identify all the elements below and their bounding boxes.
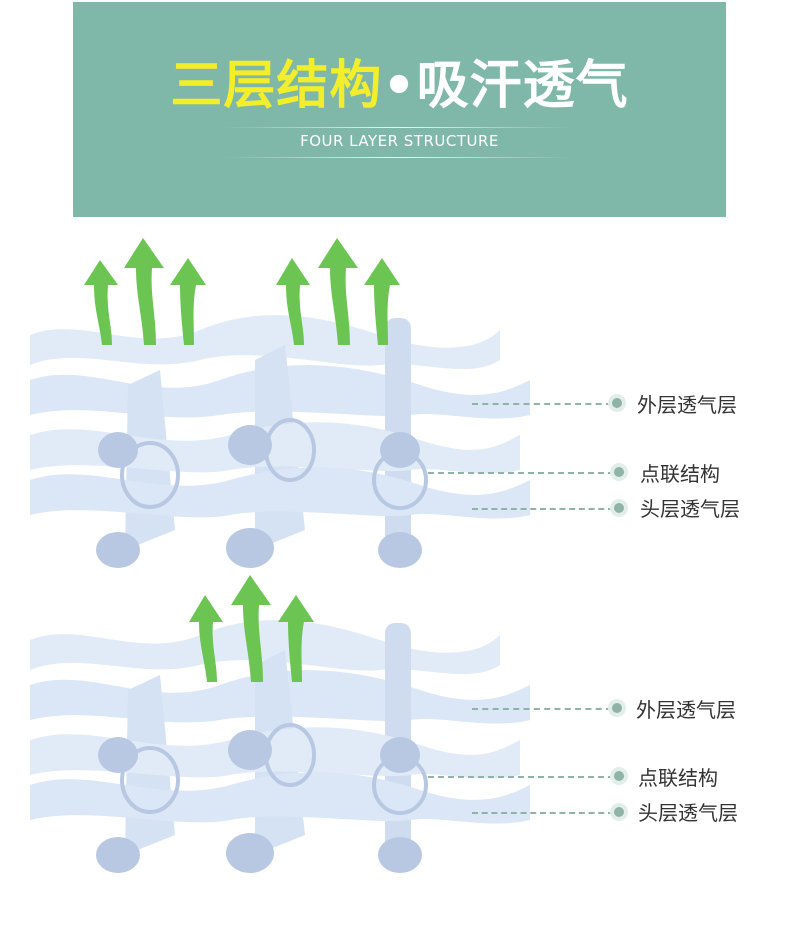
leader-line — [428, 776, 614, 778]
label-marker — [614, 503, 624, 513]
banner-subtitle: FOUR LAYER STRUCTURE — [300, 132, 499, 150]
fabric-diagram-2 — [30, 575, 530, 873]
subtitle-top-rule — [223, 127, 573, 128]
breathable-arrows — [189, 575, 314, 682]
banner-title: 三层结构•吸汗透气 — [73, 54, 726, 118]
fiber-layers — [30, 620, 530, 873]
label-marker — [614, 467, 624, 477]
fabric-diagram-1 — [30, 238, 530, 568]
arrow-icon — [318, 238, 358, 345]
label-marker — [614, 771, 624, 781]
leader-line — [472, 812, 614, 814]
title-separator: • — [382, 56, 417, 116]
label-point-link-structure: 点联结构 — [638, 766, 718, 790]
label-outer-breathable-layer: 外层透气层 — [636, 698, 736, 722]
label-inner-breathable-layer: 头层透气层 — [640, 497, 740, 521]
label-marker — [612, 398, 622, 408]
title-highlight: 三层结构 — [170, 56, 383, 116]
title-main: 吸汗透气 — [416, 56, 629, 116]
subtitle-bottom-rule — [223, 157, 573, 158]
leader-line — [472, 708, 612, 710]
arrow-icon — [278, 595, 314, 682]
leader-line — [428, 472, 614, 474]
leader-line — [472, 403, 612, 405]
label-outer-breathable-layer: 外层透气层 — [637, 393, 737, 417]
arrow-icon — [189, 595, 223, 682]
label-marker — [614, 807, 624, 817]
arrow-icon — [231, 575, 271, 682]
breathable-arrows — [84, 238, 400, 345]
header-banner: 三层结构•吸汗透气 FOUR LAYER STRUCTURE — [73, 2, 726, 217]
arrow-icon — [124, 238, 164, 345]
label-point-link-structure: 点联结构 — [640, 462, 720, 486]
label-inner-breathable-layer: 头层透气层 — [638, 801, 738, 825]
leader-line — [472, 508, 614, 510]
arrow-icon — [276, 258, 310, 345]
arrow-icon — [84, 260, 118, 345]
arrow-icon — [364, 258, 400, 345]
fiber-layers — [30, 315, 530, 568]
label-marker — [612, 703, 622, 713]
arrow-icon — [170, 258, 206, 345]
